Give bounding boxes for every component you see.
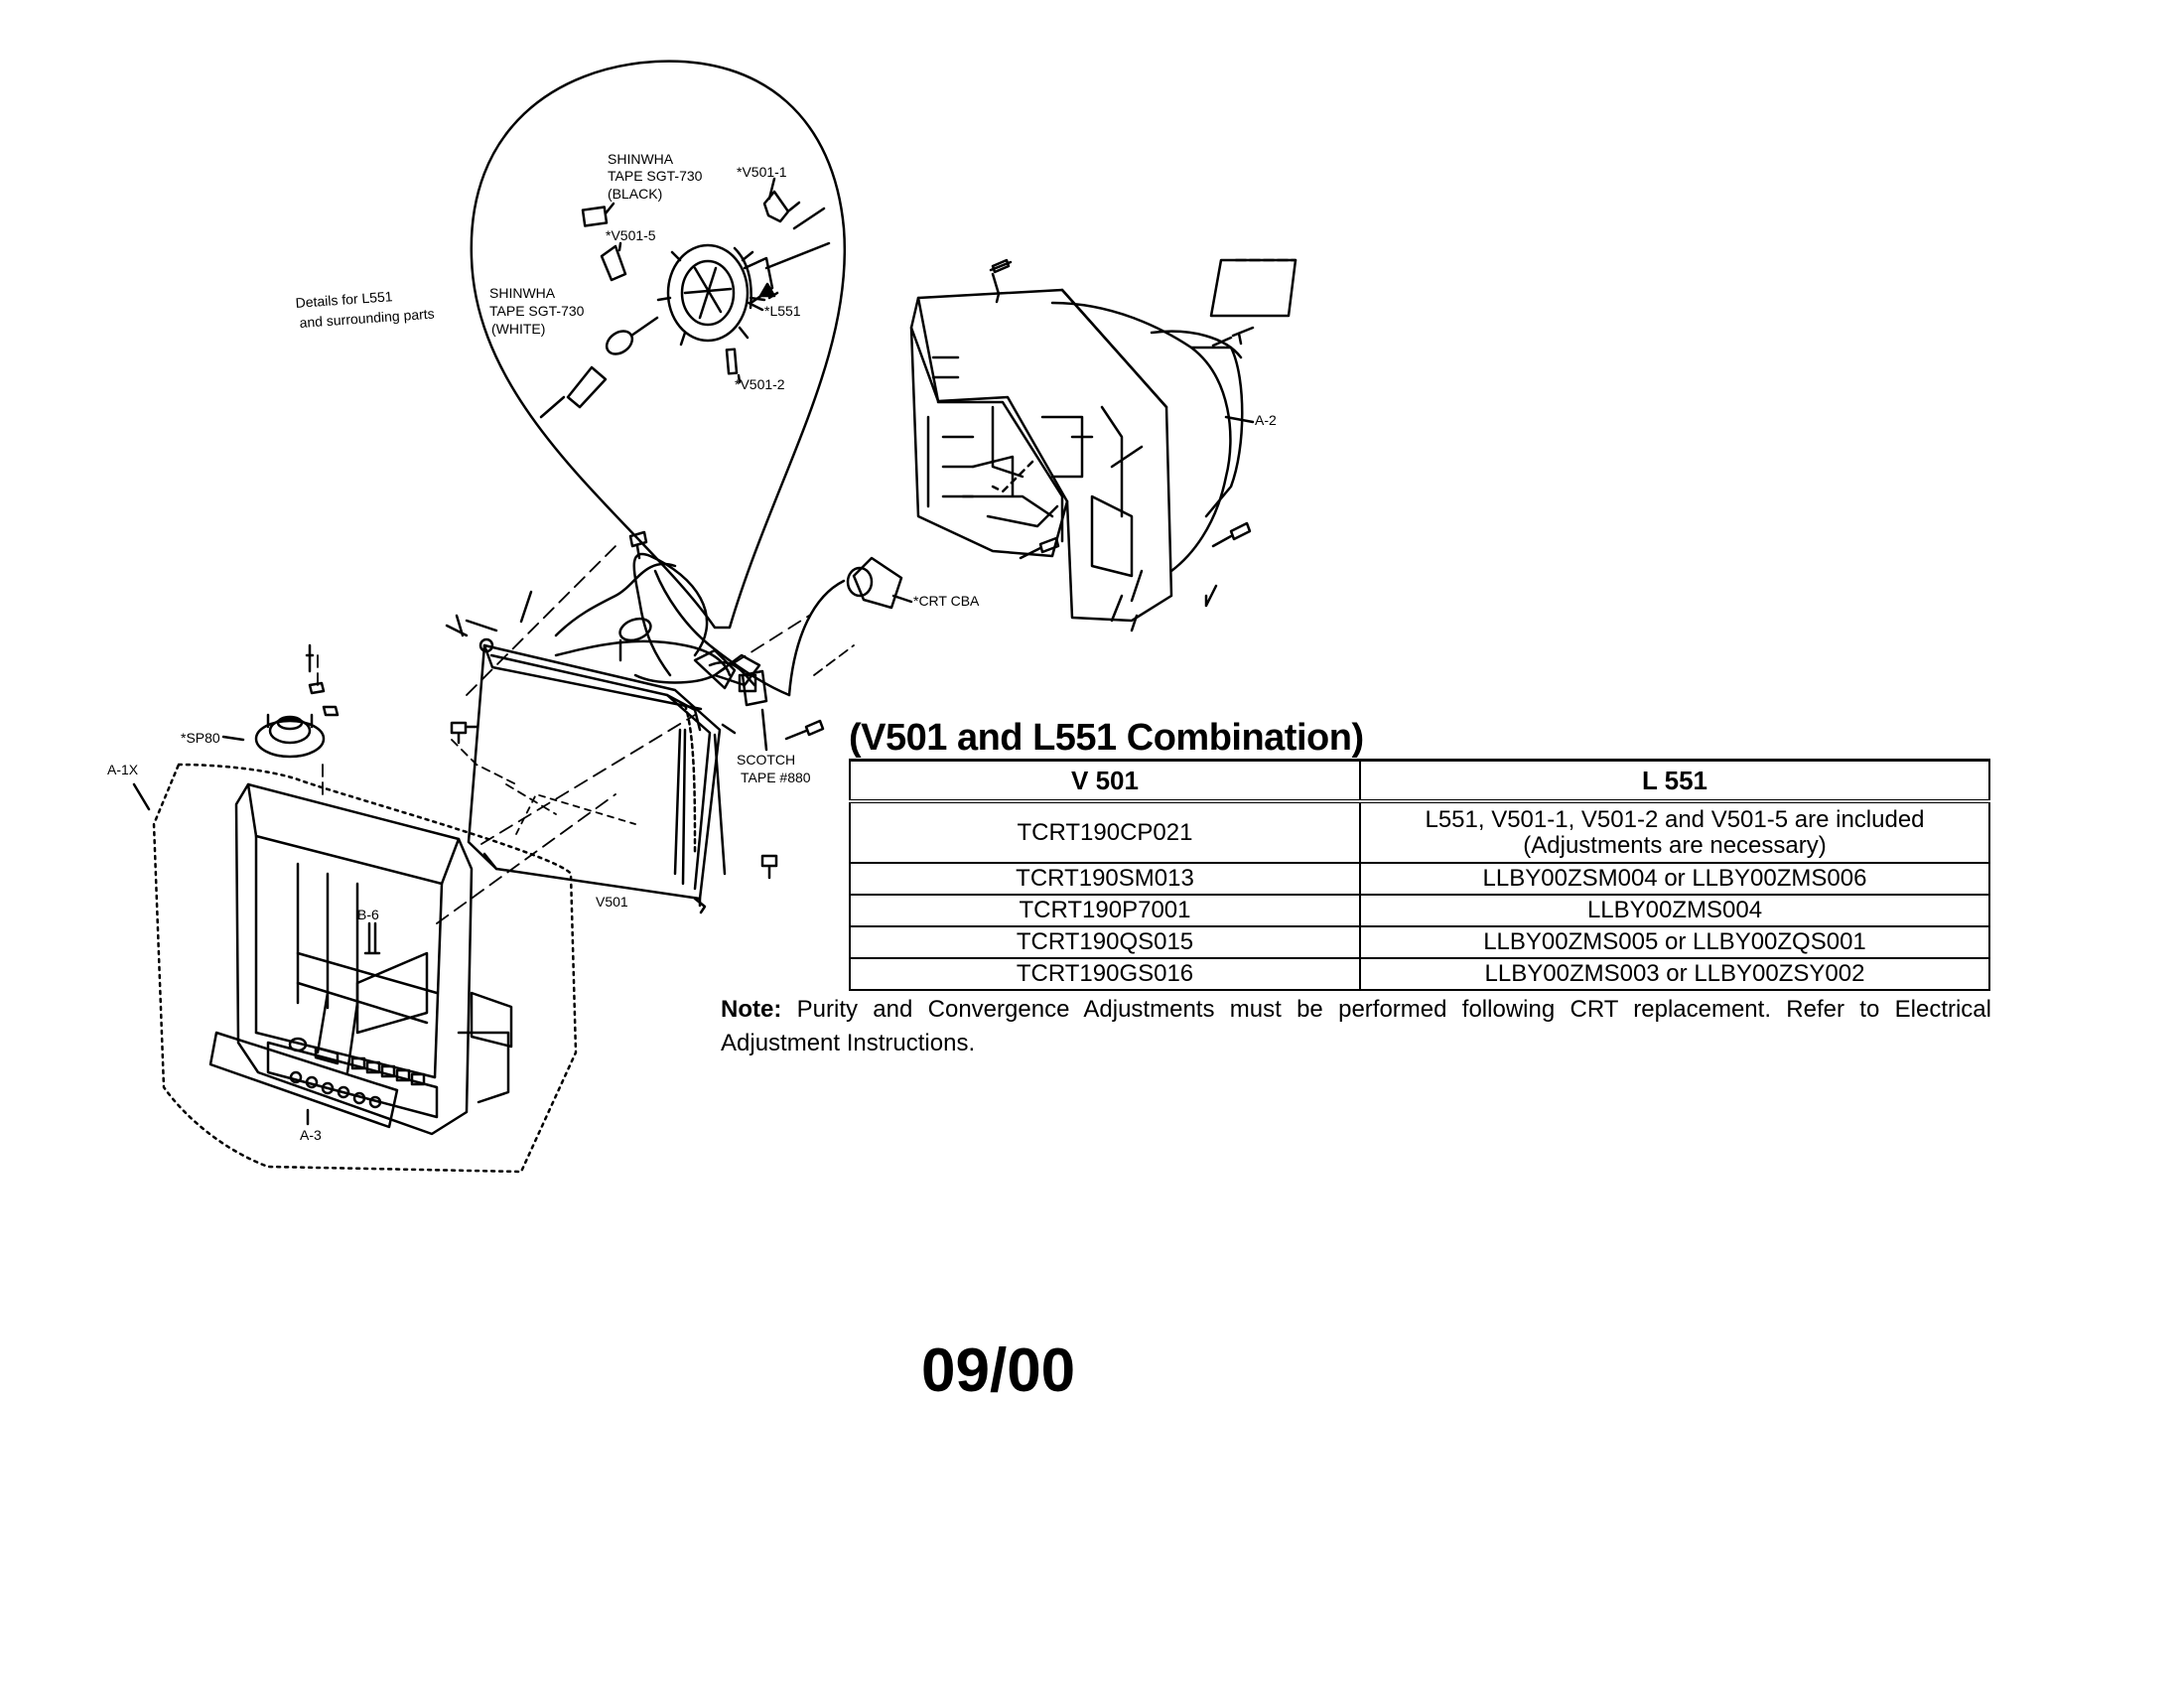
cell-v501: TCRT190P7001	[849, 894, 1361, 927]
cell-l551-line1: L551, V501-1, V501-2 and V501-5 are incl…	[1425, 805, 1925, 833]
label-v501-5: *V501-5	[606, 227, 656, 243]
label-v501-1: *V501-1	[737, 164, 787, 180]
tape-white-part	[539, 316, 659, 419]
label-sp80: *SP80	[181, 730, 220, 746]
label-b6: B-6	[357, 907, 379, 922]
label-shinwha-white-1: SHINWHA	[489, 285, 556, 301]
label-scotch-1: SCOTCH	[737, 752, 795, 768]
table-header-row: V 501 L 551	[849, 759, 1990, 803]
label-a1x: A-1X	[107, 762, 139, 777]
a1x-boundary	[152, 763, 578, 1174]
front-cabinet	[234, 782, 513, 1136]
header-l551: L 551	[1359, 759, 1990, 803]
note-text: Purity and Convergence Adjustments must …	[721, 996, 1991, 1056]
assembly-lines	[317, 545, 855, 924]
v501-5-part	[600, 244, 627, 282]
adjustment-note: Note: Purity and Convergence Adjustments…	[721, 993, 1991, 1060]
details-note-line1: Details for L551	[295, 288, 393, 311]
cell-l551: L551, V501-1, V501-2 and V501-5 are incl…	[1359, 800, 1990, 864]
front-bezel	[208, 1031, 399, 1129]
cell-l551: LLBY00ZMS004	[1359, 894, 1990, 927]
label-shinwha-black-3: (BLACK)	[608, 186, 662, 202]
label-a2: A-2	[1255, 412, 1277, 428]
crt-cba-part	[846, 556, 913, 610]
l551-warning-triangle	[758, 282, 776, 298]
note-label: Note:	[721, 996, 782, 1023]
cell-l551-line2: (Adjustments are necessary)	[1523, 831, 1827, 859]
cell-v501: TCRT190GS016	[849, 957, 1361, 991]
table-row: TCRT190SM013 LLBY00ZSM004 or LLBY00ZMS00…	[849, 862, 1990, 896]
label-v501: V501	[596, 894, 628, 910]
label-l551: *L551	[764, 303, 801, 319]
label-crt-cba: *CRT CBA	[913, 593, 980, 609]
combination-table-title: (V501 and L551 Combination)	[849, 717, 1364, 759]
cell-v501: TCRT190CP021	[849, 800, 1361, 864]
scotch-tape-part	[741, 669, 768, 707]
table-row: TCRT190CP021 L551, V501-1, V501-2 and V5…	[849, 800, 1990, 864]
cabinet-screws	[989, 258, 1255, 560]
table-row: TCRT190P7001 LLBY00ZMS004	[849, 894, 1990, 927]
cell-l551: LLBY00ZMS003 or LLBY00ZSY002	[1359, 957, 1990, 991]
label-v501-2: *V501-2	[735, 376, 785, 392]
tape-black-part	[581, 206, 609, 227]
label-sheet	[1209, 258, 1297, 318]
callout-labels: Details for L551 and surrounding parts S…	[107, 151, 1277, 1143]
v501-1-part	[762, 190, 801, 223]
label-shinwha-black-1: SHINWHA	[608, 151, 674, 167]
cell-v501: TCRT190SM013	[849, 862, 1361, 896]
label-shinwha-black-2: TAPE SGT-730	[608, 168, 703, 184]
crt-tube-v501	[445, 552, 791, 908]
v501-2-part	[725, 348, 739, 375]
label-a3: A-3	[300, 1127, 322, 1143]
rear-cabinet	[909, 288, 1244, 632]
label-shinwha-white-3: (WHITE)	[491, 321, 545, 337]
tube-screws	[450, 530, 825, 914]
cell-l551: LLBY00ZMS005 or LLBY00ZQS001	[1359, 925, 1990, 959]
revision-date: 09/00	[921, 1336, 1076, 1405]
speaker-sp80	[254, 643, 340, 759]
cell-l551: LLBY00ZSM004 or LLBY00ZMS006	[1359, 862, 1990, 896]
header-v501: V 501	[849, 759, 1361, 803]
combination-table: V 501 L 551 TCRT190CP021 L551, V501-1, V…	[849, 759, 1990, 991]
detail-balloon	[470, 60, 847, 630]
cell-v501: TCRT190QS015	[849, 925, 1361, 959]
label-shinwha-white-2: TAPE SGT-730	[489, 303, 585, 319]
neck-assembly-detail	[656, 241, 831, 347]
table-row: TCRT190QS015 LLBY00ZMS005 or LLBY00ZQS00…	[849, 925, 1990, 959]
table-row: TCRT190GS016 LLBY00ZMS003 or LLBY00ZSY00…	[849, 957, 1990, 991]
label-scotch-2: TAPE #880	[741, 770, 811, 785]
